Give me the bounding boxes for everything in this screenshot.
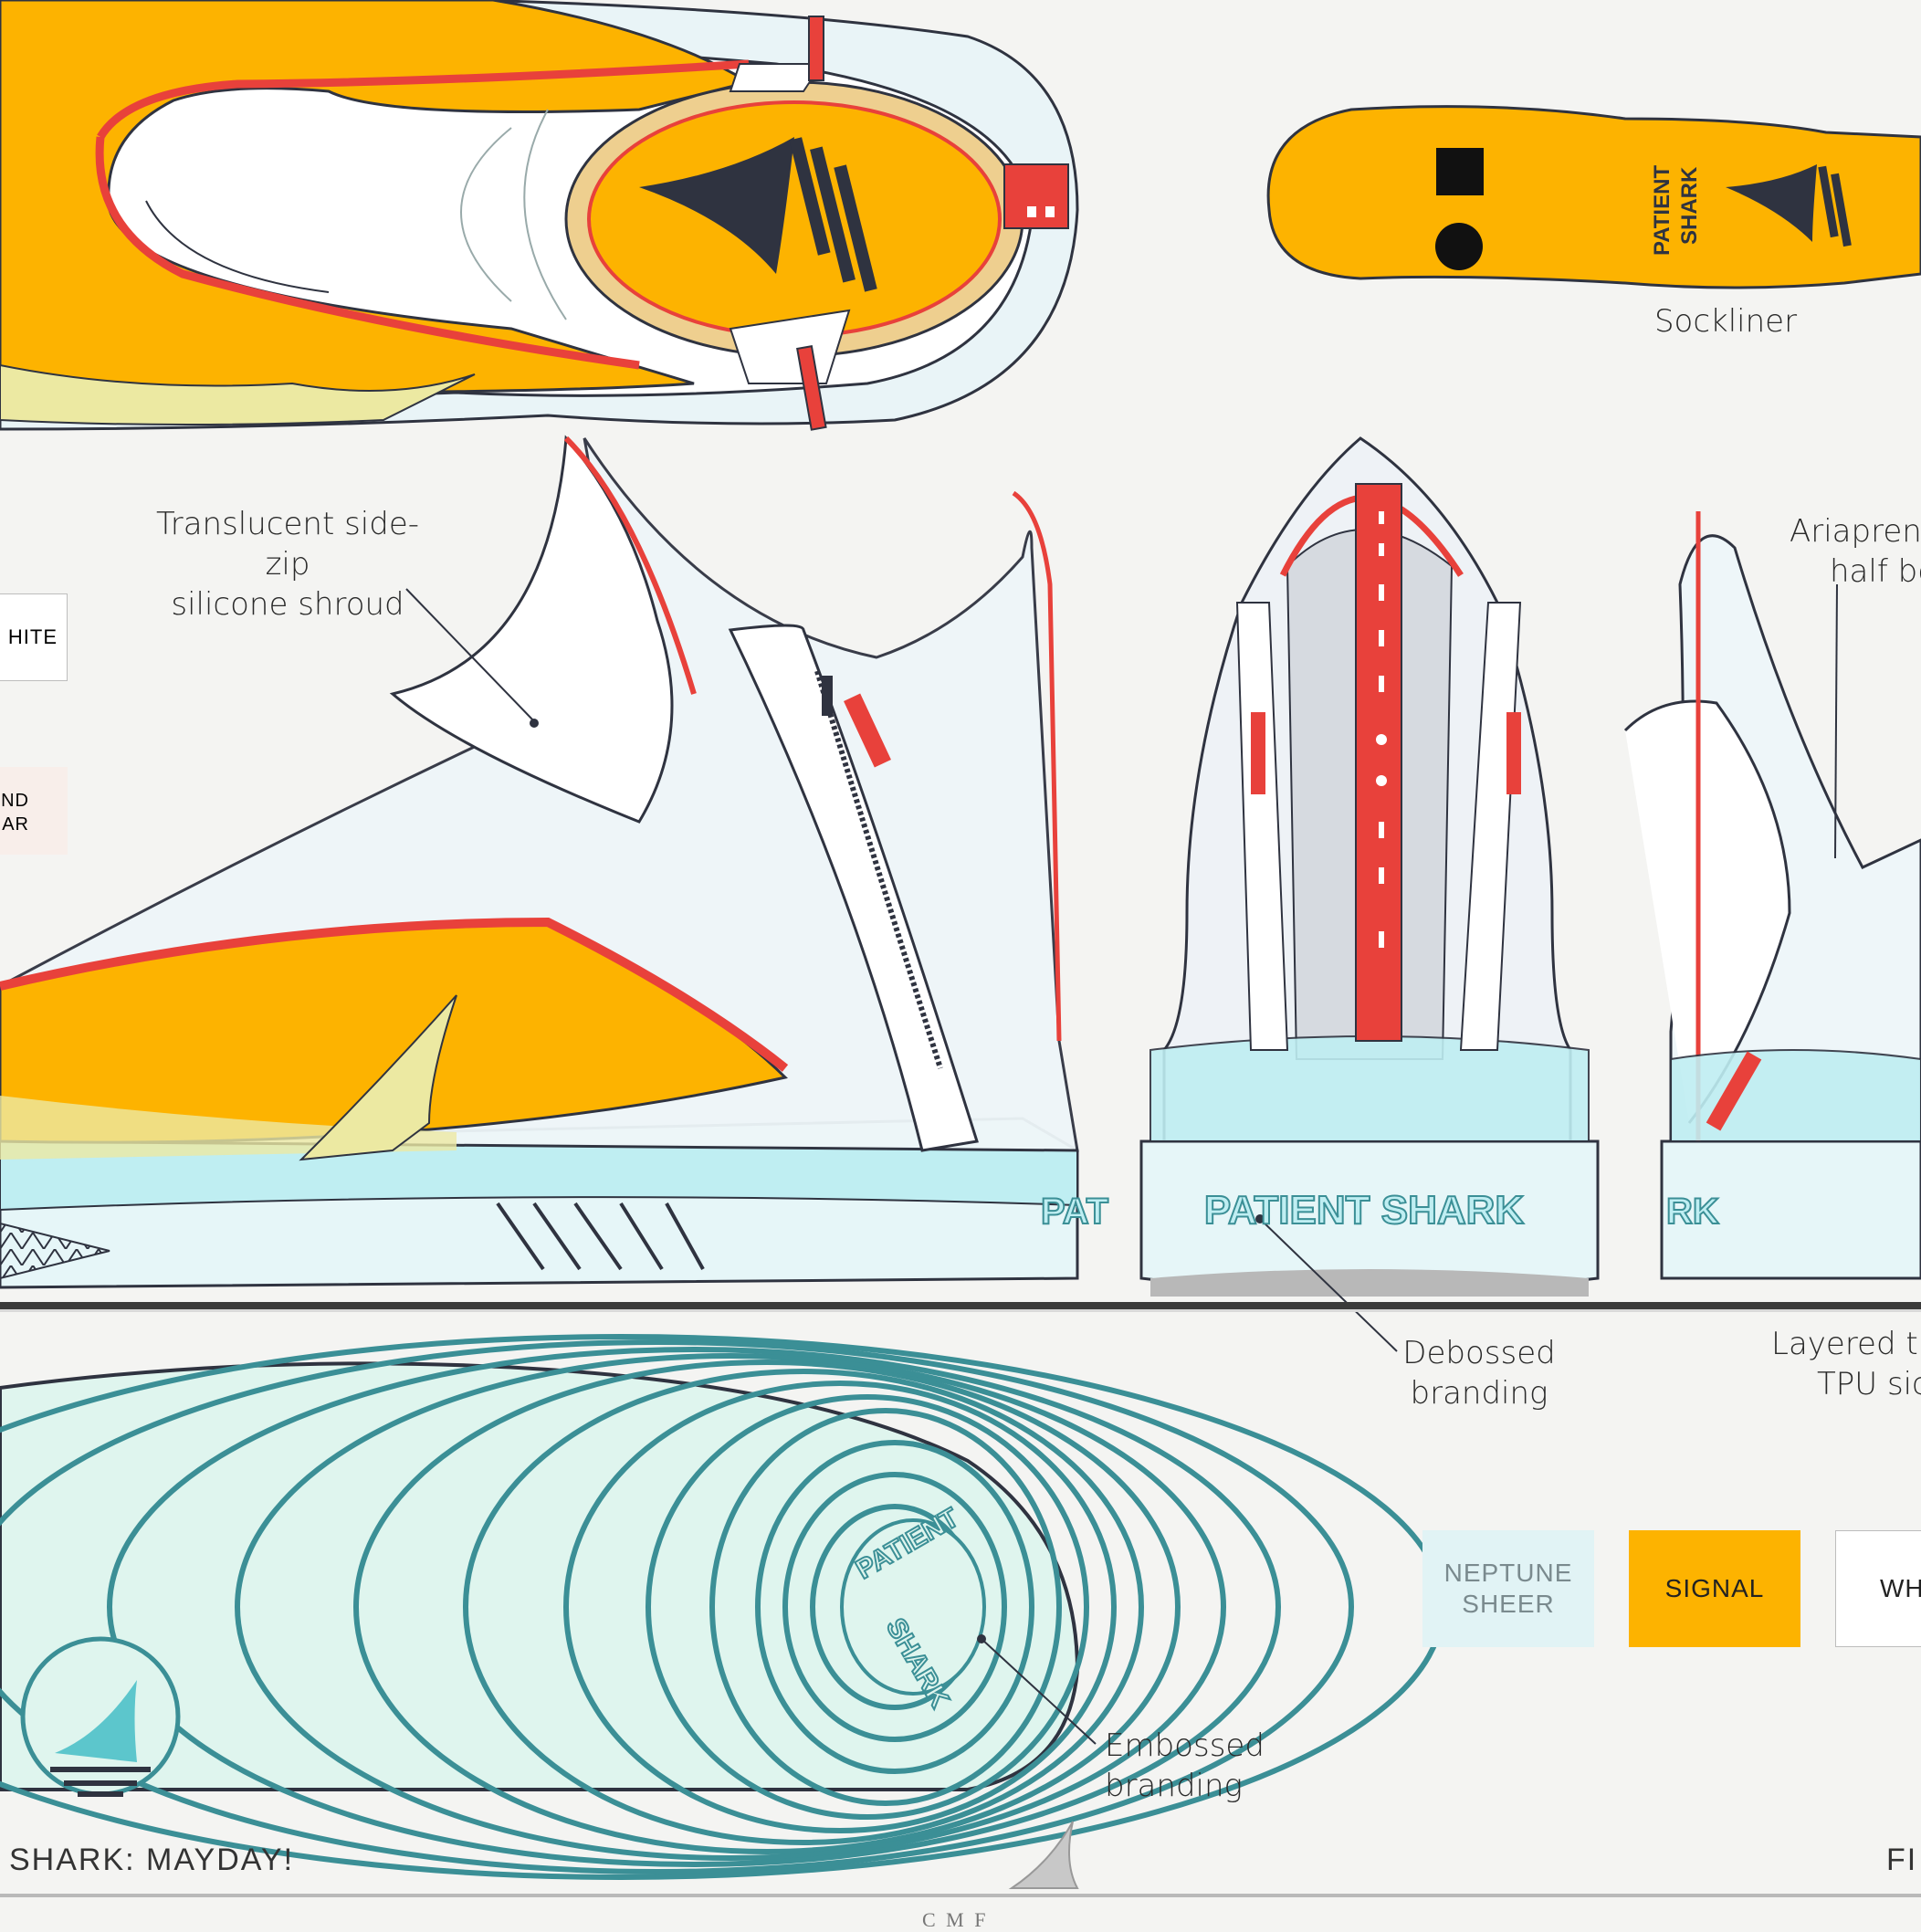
shark-fin-logo-icon (1008, 1821, 1079, 1889)
swatch-sand-partial-line2: AR (2, 814, 29, 835)
callout-layered-line2: TPU sic (1817, 1366, 1921, 1402)
swatch-sand-partial: ND AR (0, 767, 68, 855)
callout-embossed: Embossed branding (1105, 1726, 1388, 1806)
callout-debossed-line2: branding (1410, 1375, 1548, 1412)
callout-shroud-line2: silicone shroud (171, 586, 404, 623)
section-divider-shadow (0, 1309, 1921, 1312)
swatch-sand-partial-line1: ND (1, 791, 29, 811)
footer-right-label: FI (1886, 1843, 1918, 1877)
callout-ariaprene-line2: half bo (1830, 553, 1921, 590)
swatch-white-partial: HITE (0, 593, 68, 681)
callout-sockliner-text: Sockliner (1653, 303, 1798, 340)
swatch-neptune-sheer-line1: NEPTUNE (1443, 1559, 1573, 1587)
sockliner (1266, 105, 1921, 289)
section-divider (0, 1302, 1921, 1309)
callout-shroud-line1: Translucent side-zip (155, 506, 420, 583)
sockliner-wordmark-2: SHARK (1677, 166, 1702, 245)
footer-title: SHARK: MAYDAY! (9, 1843, 295, 1877)
callout-layered-line1: Layered tra (1771, 1326, 1921, 1362)
callout-embossed-text: Embossed branding (1105, 1727, 1265, 1804)
swatch-signal-label: SIGNAL (1664, 1574, 1765, 1602)
footer-rule (0, 1894, 1921, 1897)
swatch-white: WH (1835, 1530, 1921, 1647)
medial-wordmark: RK (1666, 1192, 1719, 1232)
swatch-white-partial-label: HITE (7, 625, 58, 648)
callout-shroud: Translucent side-zip silicone shroud (137, 504, 438, 625)
medial-view-partial (1623, 511, 1921, 1280)
callout-ariaprene-line1: Ariaprene (1790, 513, 1921, 550)
back-view (1139, 436, 1600, 1297)
swatch-neptune-sheer-line2: SHEER (1462, 1590, 1555, 1618)
callout-debossed: Debossed branding (1388, 1333, 1570, 1413)
side-wordmark: PAT (1041, 1192, 1108, 1232)
top-view-upper (0, 0, 1079, 431)
square-dot-icon (1436, 148, 1484, 195)
swatch-signal: SIGNAL (1629, 1530, 1800, 1647)
swatch-neptune-sheer: NEPTUNE SHEER (1422, 1530, 1594, 1647)
callout-ariaprene: Ariaprene half bo (1790, 511, 1921, 592)
debossed-wordmark: PATIENT SHARK (1204, 1188, 1525, 1233)
callout-sockliner: Sockliner (1634, 301, 1817, 341)
footer-subtitle: C M F (922, 1908, 989, 1931)
outsole-view (0, 1334, 1445, 1880)
swatch-white-label: WH (1880, 1574, 1921, 1602)
callout-debossed-line1: Debossed (1402, 1335, 1556, 1371)
callout-layered: Layered tra TPU sic (1771, 1324, 1921, 1404)
sockliner-wordmark-1: PATIENT (1650, 165, 1674, 256)
side-view (0, 435, 1079, 1289)
